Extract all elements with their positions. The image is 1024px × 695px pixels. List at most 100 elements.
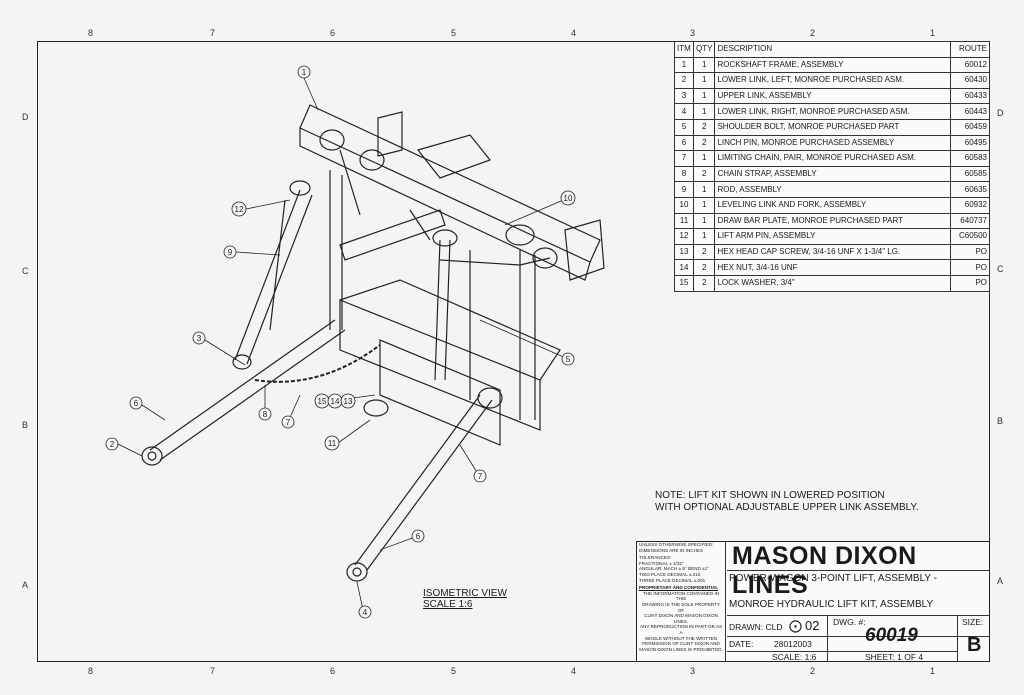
callout-7: 7 [286, 418, 291, 427]
bom-cell-description: LOWER LINK, LEFT, MONROE PURCHASED ASM. [714, 72, 951, 89]
callout-2: 2 [110, 440, 115, 449]
zone-label-bottom-3: 3 [690, 666, 696, 676]
bom-cell-qty: 2 [692, 243, 716, 261]
bom-cell-description: HEX HEAD CAP SCREW, 3/4-16 UNF X 1-3/4" … [714, 243, 951, 261]
title-block: UNLESS OTHERWISE SPECIFIED:DIMENSIONS AR… [636, 541, 990, 662]
callout-9: 9 [228, 248, 233, 257]
bom-cell-qty: 1 [692, 72, 716, 89]
bom-header-route: ROUTE [950, 41, 990, 58]
zone-label-top-7: 7 [210, 28, 216, 38]
tolerance-note-line: DRAWING IS THE SOLE PROPERTY OF [641, 601, 721, 613]
zone-label-top-1: 1 [930, 28, 936, 38]
tolerance-note-line: PERMISSION OF CLINT DIXON AND [642, 641, 720, 647]
bom-cell-itm: 1 [674, 56, 694, 74]
zone-label-top-5: 5 [451, 28, 457, 38]
zone-label-bottom-8: 8 [88, 666, 94, 676]
view-label: ISOMETRIC VIEW SCALE 1:6 [423, 588, 507, 610]
bom-cell-itm: 2 [674, 72, 694, 89]
bom-cell-itm: 7 [674, 150, 694, 167]
bom-cell-route: 640737 [950, 212, 990, 230]
bom-cell-itm: 13 [674, 243, 694, 261]
callout-14: 14 [331, 397, 340, 406]
drawing-number: 60019 [865, 625, 918, 646]
bom-cell-itm: 15 [674, 274, 694, 292]
bom-cell-qty: 1 [692, 150, 716, 167]
bom-cell-route: 60932 [950, 196, 990, 214]
drawn-by: DRAWN: CLD [729, 622, 783, 632]
zone-label-bottom-5: 5 [451, 666, 457, 676]
bom-cell-description: LOWER LINK, RIGHT, MONROE PURCHASED ASM. [714, 103, 951, 120]
bom-cell-itm: 14 [674, 259, 694, 276]
bom-cell-itm: 3 [674, 87, 694, 105]
callout-5: 5 [566, 355, 571, 364]
zone-label-bottom-1: 1 [930, 666, 936, 676]
scale-value: SCALE: 1:6 [772, 652, 817, 662]
bom-cell-itm: 5 [674, 118, 694, 136]
callout-15: 15 [318, 397, 327, 406]
tolerance-notes: UNLESS OTHERWISE SPECIFIED:DIMENSIONS AR… [637, 542, 726, 661]
zone-label-top-8: 8 [88, 28, 94, 38]
bom-header-itm: ITM [674, 41, 694, 58]
bom-header-row: ITM QTY DESCRIPTION ROUTE [674, 41, 990, 58]
bom-cell-itm: 10 [674, 196, 694, 214]
bom-cell-route: 60585 [950, 165, 990, 183]
date-value: 28012003 [774, 639, 812, 649]
sheet-size: B [967, 634, 982, 656]
callout-3: 3 [197, 334, 202, 343]
zone-label-bottom-6: 6 [330, 666, 336, 676]
company-name: MASON DIXON LINES [732, 542, 917, 599]
callout-4: 4 [363, 608, 368, 617]
bom-cell-qty: 1 [692, 181, 716, 198]
zone-label-left-A: A [22, 580, 29, 590]
drawing-title-line-1: POWER-WAGON 3-POINT LIFT, ASSEMBLY - [729, 573, 937, 584]
title-divider [727, 570, 989, 571]
tolerance-note-line: DIMENSIONS ARE IN INCHES [639, 547, 704, 553]
callout-13: 13 [344, 397, 353, 406]
bom-cell-itm: 8 [674, 165, 694, 183]
tolerance-note-line: CLINT DIXON AND MASON DIXON LINES. [644, 613, 718, 624]
date-label: DATE: [729, 639, 754, 649]
bom-cell-description: HEX NUT, 3/4-16 UNF [714, 259, 951, 276]
bom-cell-description: ROD, ASSEMBLY [714, 181, 951, 198]
tolerance-note-line: PROPRIETARY AND CONFIDENTIAL [639, 585, 719, 591]
bom-cell-qty: 2 [692, 134, 716, 152]
bom-cell-itm: 11 [674, 212, 694, 230]
zone-label-right-C: C [997, 264, 1004, 274]
bom-cell-qty: 1 [692, 196, 716, 214]
bom-cell-qty: 1 [692, 103, 716, 120]
bom-cell-route: 60635 [950, 181, 990, 198]
view-title: ISOMETRIC VIEW [423, 588, 507, 599]
bom-cell-description: LINCH PIN, MONROE PURCHASED ASSEMBLY [714, 134, 951, 152]
revision-icon: ⨀ [789, 618, 802, 633]
bom-cell-route: 60443 [950, 103, 990, 120]
title-divider-3 [727, 636, 989, 637]
bom-cell-route: PO [950, 243, 990, 261]
zone-label-top-3: 3 [690, 28, 696, 38]
tolerance-note-line: ANGULAR: MACH ±.5° BEND ±1° [639, 566, 709, 572]
zone-label-bottom-4: 4 [571, 666, 577, 676]
callout-1: 1 [302, 68, 307, 77]
note-line-2: WITH OPTIONAL ADJUSTABLE UPPER LINK ASSE… [655, 502, 919, 513]
bom-cell-description: LIMITING CHAIN, PAIR, MONROE PURCHASED A… [714, 150, 951, 167]
zone-label-right-A: A [997, 576, 1004, 586]
bom-cell-qty: 1 [692, 87, 716, 105]
bom-cell-route: 60012 [950, 56, 990, 74]
bom-cell-description: LEVELING LINK AND FORK, ASSEMBLY [714, 196, 951, 214]
callout-6: 6 [134, 399, 139, 408]
callout-10: 10 [564, 194, 573, 203]
lift-kit-note: NOTE: LIFT KIT SHOWN IN LOWERED POSITION… [655, 490, 919, 514]
bom-cell-route: PO [950, 274, 990, 292]
divider-vertical-1 [827, 615, 828, 661]
bom-cell-description: LIFT ARM PIN, ASSEMBLY [714, 228, 951, 245]
bom-cell-route: 60583 [950, 150, 990, 167]
